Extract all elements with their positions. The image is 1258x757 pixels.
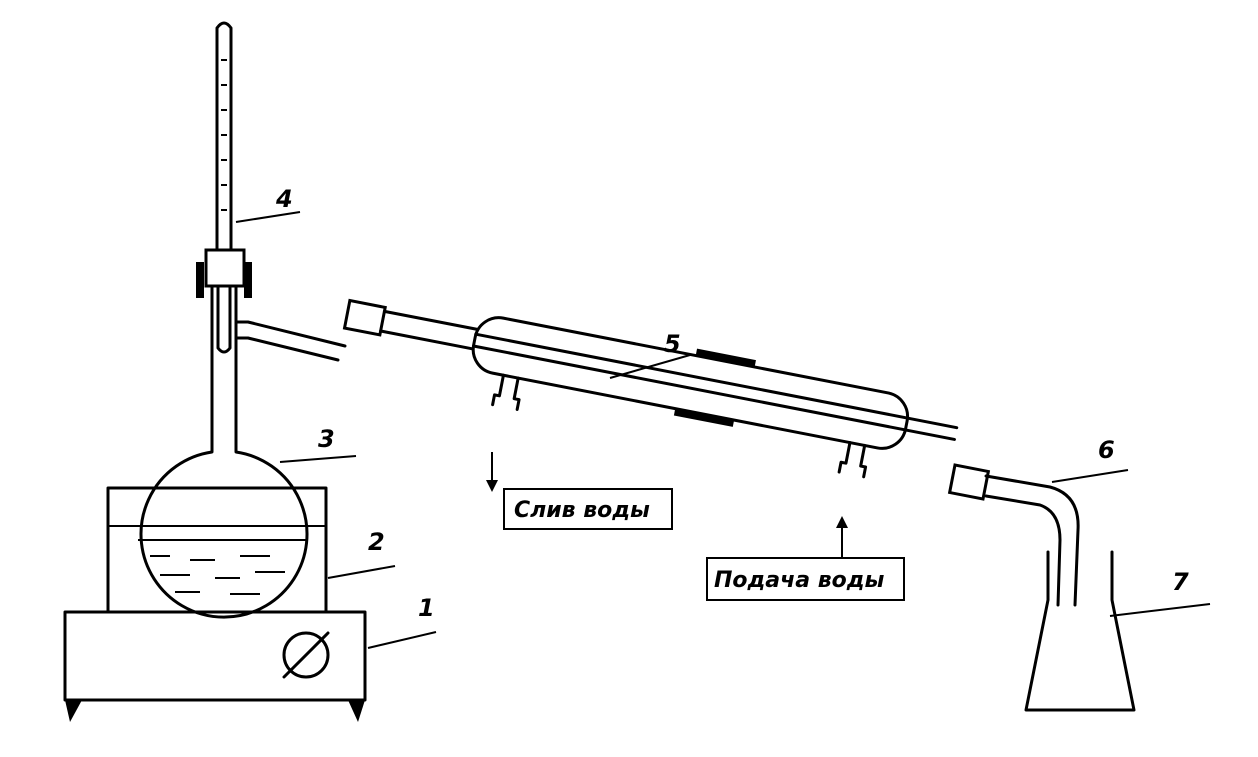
thermometer	[196, 21, 252, 354]
label-receiver: 7	[1172, 568, 1189, 596]
label-hotplate: 1	[418, 594, 435, 622]
water-out-callout: Слив воды	[486, 452, 673, 530]
round-bottom-flask	[138, 248, 347, 619]
water-bath	[106, 486, 328, 614]
water-in-callout: Подача воды	[706, 516, 905, 601]
receiving-flask	[1024, 550, 1136, 712]
adapter	[947, 463, 1080, 607]
water-out-label: Слив воды	[514, 498, 650, 523]
condenser	[342, 298, 959, 479]
label-bath: 2	[368, 528, 385, 556]
label-adapter: 6	[1098, 436, 1115, 464]
label-condenser: 5	[664, 330, 681, 358]
hotplate-dial-icon	[282, 631, 330, 679]
label-thermometer: 4	[275, 185, 293, 213]
label-flask: 3	[318, 425, 335, 453]
hotplate	[63, 610, 367, 722]
water-in-label: Подача воды	[714, 568, 885, 593]
leader-lines	[235, 211, 1211, 649]
